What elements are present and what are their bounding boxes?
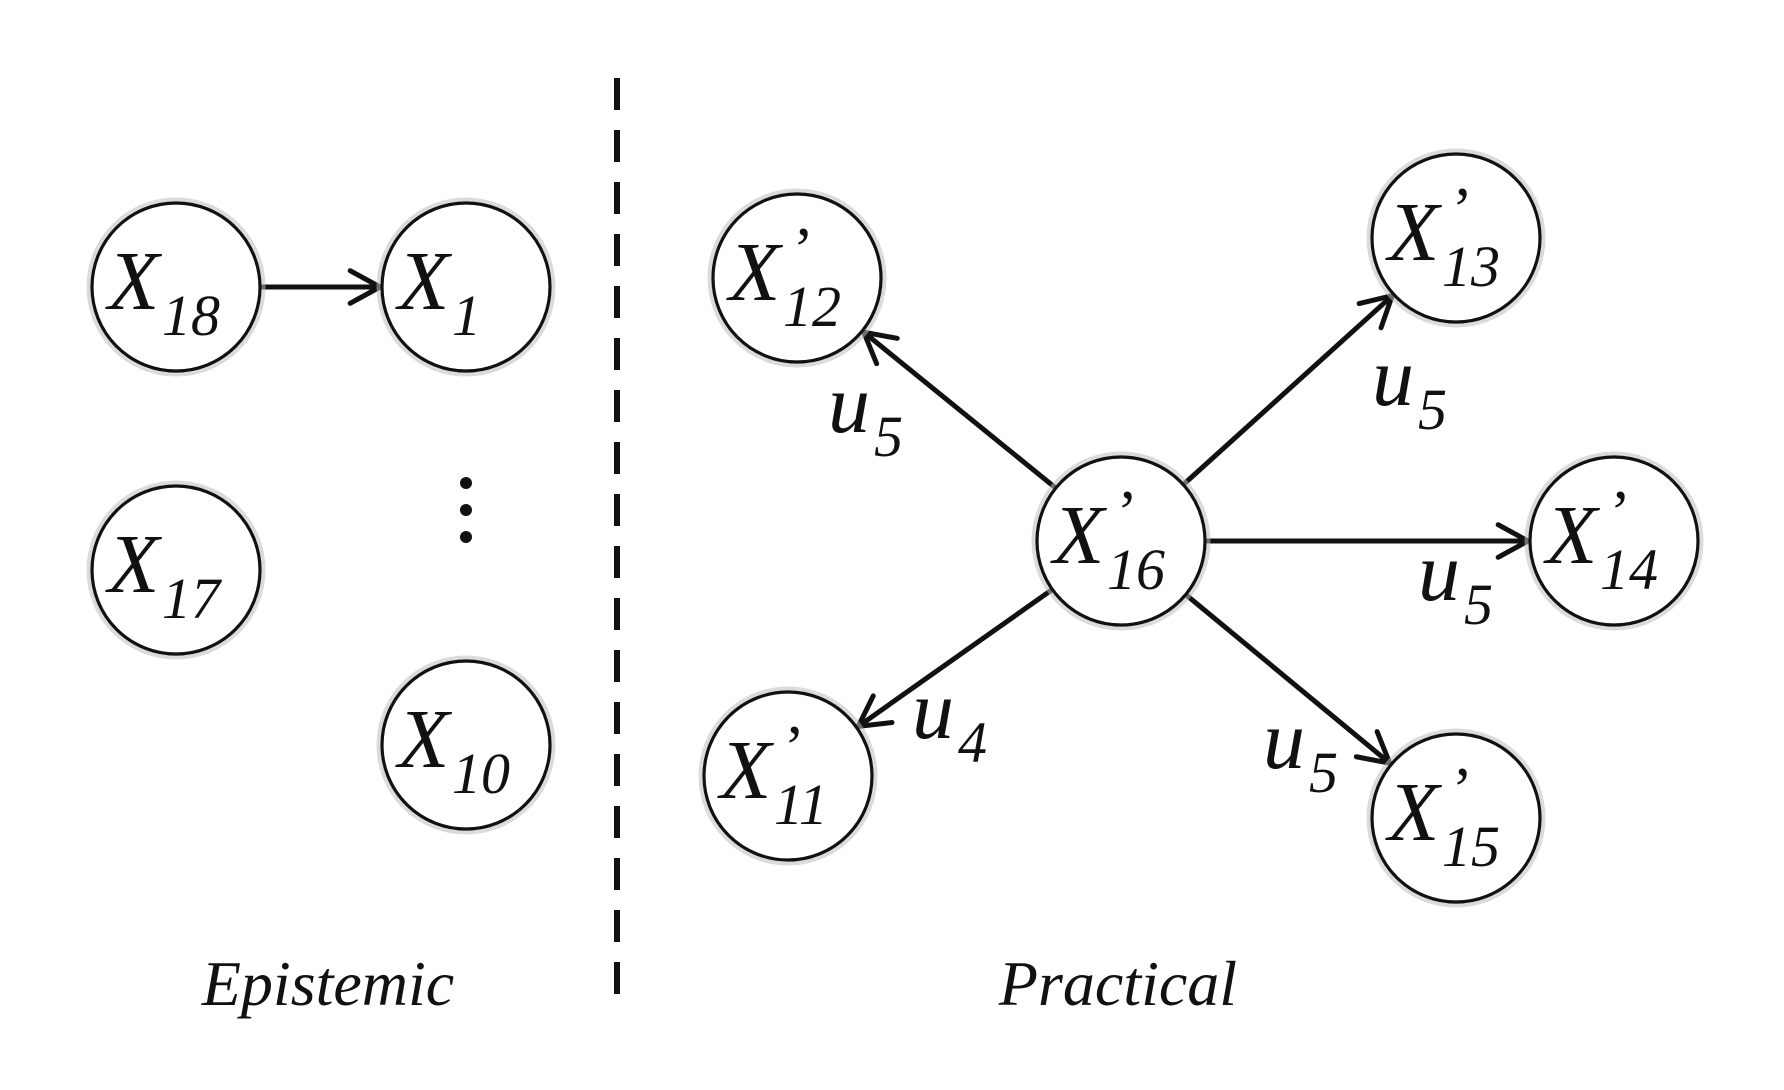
edge-label-subscript: 5 [1418,377,1447,442]
node-circle [90,484,262,656]
node-label: X [1050,489,1108,582]
node-glow [1031,451,1211,631]
node-glow [1366,728,1546,908]
node-label: X [1543,489,1601,582]
node-subscript: 11 [774,772,828,837]
node-x16p: X’16 [1031,451,1211,631]
section-label-epistemic: Epistemic [201,948,454,1019]
edge-label-symbol: u [828,358,870,451]
node-prime: ’ [793,216,814,284]
node-subscript: 1 [452,283,481,348]
edge-x18-x1 [257,268,383,306]
node-glow [1524,451,1704,631]
ellipsis-icon [460,477,472,543]
node-label: X [105,235,163,328]
node-letter: X [105,518,163,611]
edge-line [855,586,1055,729]
node-subscript: 13 [1442,234,1500,299]
node-label: X [1385,766,1443,859]
edge-label-subscript: 5 [1309,740,1338,805]
node-prime: ’ [1452,176,1473,244]
node-subscript: 18 [162,283,220,348]
node-letter: X [1385,186,1443,279]
node-subscript: 16 [1107,537,1165,602]
node-glow [707,188,887,368]
node-x15p: X’15 [1366,728,1546,908]
node-subscript: 14 [1600,537,1658,602]
node-prime: ’ [784,714,805,782]
node-circle [380,201,552,373]
edge-label-symbol: u [912,664,954,757]
node-subscript: 10 [452,741,510,806]
node-circle [1528,455,1700,627]
node-glow [376,655,556,835]
edge-label-subscript: 5 [1464,572,1493,637]
node-prime: ’ [1452,756,1473,824]
edge-line [1180,293,1395,488]
node-label: X [395,693,453,786]
node-circle [1370,732,1542,904]
node-label: X [395,235,453,328]
node-glow [86,197,266,377]
edge-x16p-x14p [1202,522,1531,560]
node-glow [1366,148,1546,328]
edge-label-subscript: 5 [874,404,903,469]
edge-label-symbol: u [1372,331,1414,424]
edge-label-subscript: 4 [958,710,987,775]
edge-line [1183,592,1393,766]
node-letter: X [395,235,453,328]
node-circle [1035,455,1207,627]
node-subscript: 15 [1442,814,1500,879]
node-x14p: X’14 [1524,451,1704,631]
node-glow [698,686,878,866]
node-letter: X [717,724,775,817]
node-label: X [726,226,784,319]
node-label: X [717,724,775,817]
node-letter: X [1050,489,1108,582]
node-letter: X [1543,489,1601,582]
node-circle [702,690,874,862]
node-subscript: 12 [783,274,841,339]
edge-x16p-x13p [1180,293,1395,488]
edges-layer [257,268,1531,766]
node-circle [90,201,262,373]
edge-line [861,329,1059,491]
node-letter: X [105,235,163,328]
node-letter: X [395,693,453,786]
edge-x16p-x11p [855,586,1055,729]
node-x13p: X’13 [1366,148,1546,328]
edge-label-symbol: u [1263,694,1305,787]
node-subscript: 17 [162,566,222,631]
node-circle [711,192,883,364]
node-glow [86,480,266,660]
node-glow [376,197,556,377]
edge-label-symbol: u [1418,526,1460,619]
node-x12p: X’12 [707,188,887,368]
node-prime: ’ [1610,479,1631,547]
node-circle [380,659,552,831]
node-circle [1370,152,1542,324]
node-x11p: X’11 [698,686,878,866]
node-letter: X [1385,766,1443,859]
node-label: X [105,518,163,611]
node-prime: ’ [1117,479,1138,547]
section-label-practical: Practical [998,948,1237,1019]
node-label: X [1385,186,1443,279]
node-letter: X [726,226,784,319]
